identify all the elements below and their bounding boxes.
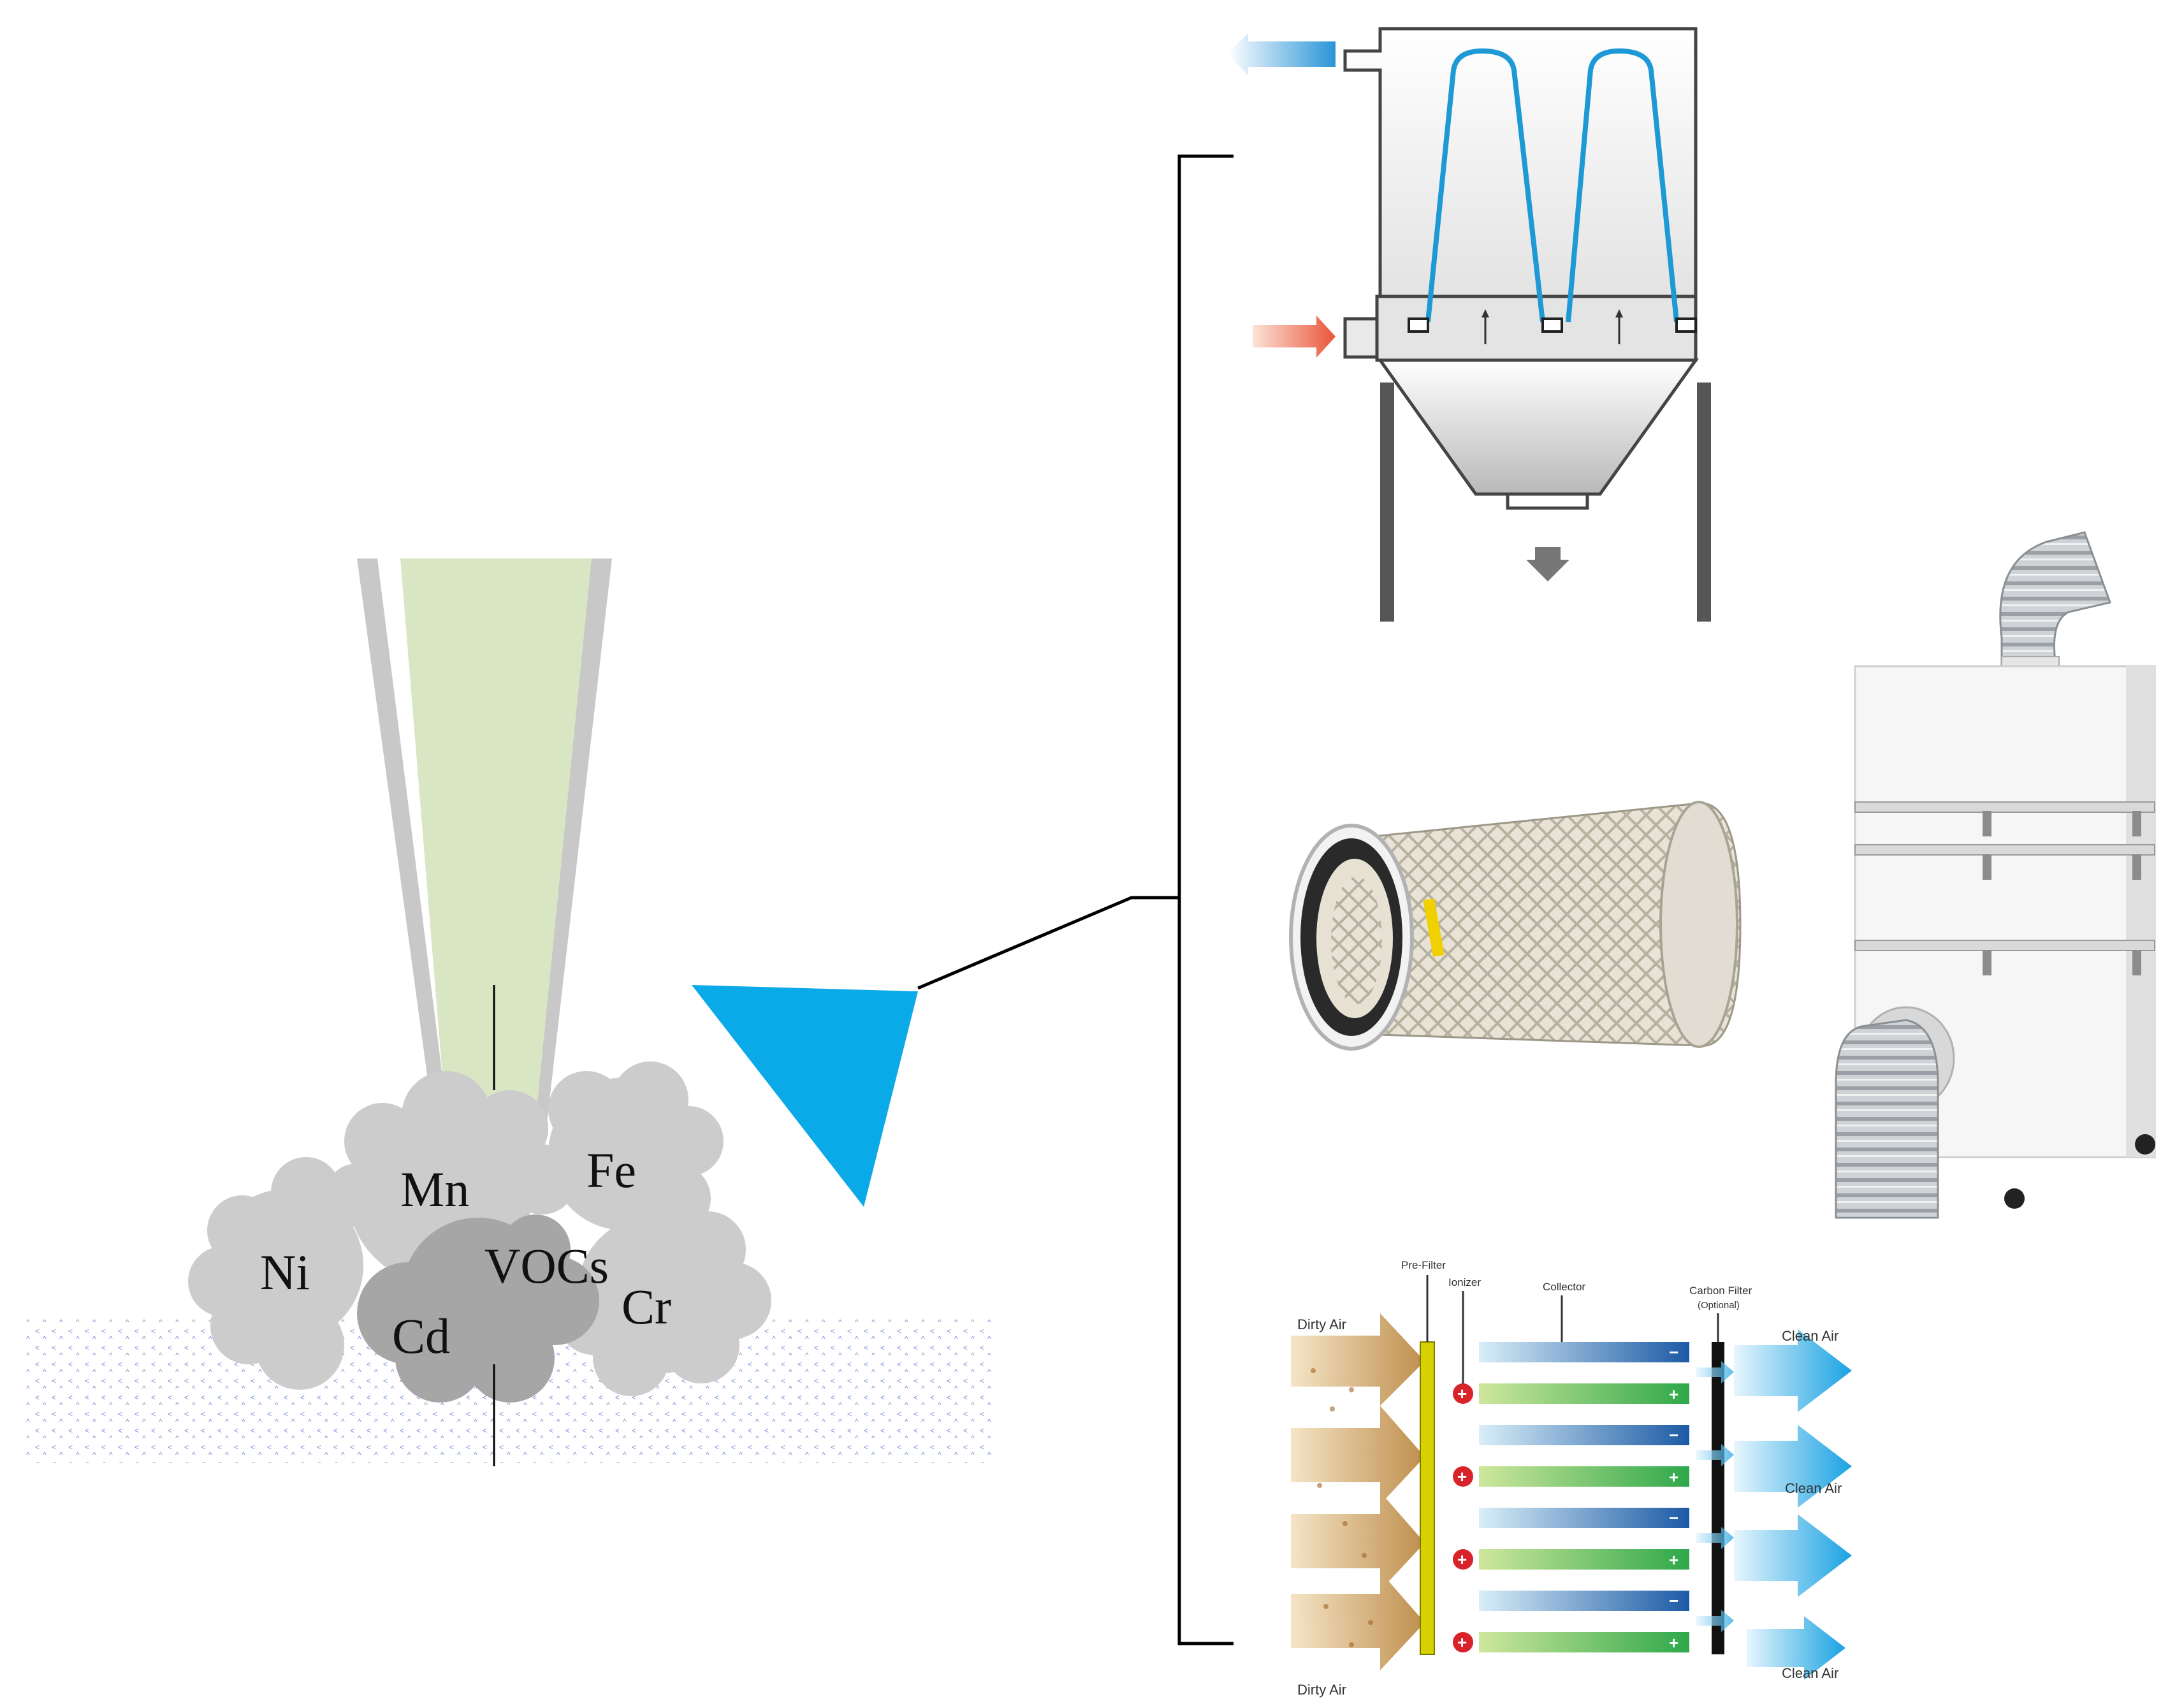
svg-text:+: + — [1457, 1633, 1467, 1652]
plus-sign: + — [1669, 1550, 1678, 1570]
minus-sign: − — [1669, 1508, 1678, 1527]
ionizer-nodes — [1453, 1383, 1473, 1652]
plus-sign: + — [1669, 1385, 1678, 1404]
cartridge-filter — [1289, 801, 1742, 1051]
minus-sign: − — [1669, 1425, 1678, 1445]
collector-plates — [1479, 1342, 1689, 1652]
minus-sign: − — [1669, 1591, 1678, 1610]
svg-text:+: + — [1457, 1384, 1467, 1403]
label-ni: Ni — [260, 1244, 310, 1300]
label-mn: Mn — [400, 1162, 469, 1217]
plus-sign: + — [1669, 1468, 1678, 1487]
esp-schematic: − + − + − + − + + + + + — [1291, 1259, 1852, 1698]
plus-sign: + — [1669, 1633, 1678, 1652]
dirty-air-label-bottom: Dirty Air — [1297, 1682, 1346, 1698]
arc-beam — [400, 558, 592, 1122]
collector-label: Collector — [1543, 1281, 1585, 1293]
svg-text:+: + — [1457, 1467, 1467, 1486]
fume-cloud: Mn Fe Ni VOCs Cr Cd — [188, 1061, 771, 1466]
label-fe: Fe — [586, 1142, 636, 1198]
carbon-filter — [1712, 1342, 1724, 1654]
extraction-hood — [692, 985, 918, 1207]
clean-air-label-1: Clean Air — [1782, 1328, 1838, 1344]
svg-text:+: + — [1457, 1550, 1467, 1569]
dirty-air-label-top: Dirty Air — [1297, 1316, 1346, 1332]
label-cd: Cd — [392, 1308, 450, 1364]
portable-fume-extractor — [1835, 531, 2156, 1219]
inlet-arrow — [1253, 316, 1336, 358]
label-vocs: VOCs — [484, 1238, 609, 1294]
carbon-filter-label: Carbon Filter — [1689, 1285, 1752, 1297]
clean-air-label-3: Clean Air — [1782, 1665, 1838, 1681]
bracket-connector — [917, 154, 1234, 1645]
clean-air-label-2: Clean Air — [1785, 1480, 1842, 1496]
optional-label: (Optional) — [1698, 1300, 1740, 1311]
clean-air-arrows — [1734, 1329, 1852, 1680]
dirty-air-arrows — [1291, 1313, 1425, 1670]
ionizer-label: Ionizer — [1448, 1276, 1481, 1288]
dust-outlet-arrow — [1526, 547, 1569, 581]
pre-filter — [1420, 1341, 1435, 1655]
label-cr: Cr — [622, 1279, 671, 1334]
welding-torch — [357, 558, 612, 1122]
pre-filter-label: Pre-Filter — [1401, 1259, 1446, 1271]
minus-sign: − — [1669, 1343, 1678, 1362]
outlet-arrow — [1227, 33, 1336, 75]
bag-filter-collector — [1227, 27, 1711, 622]
